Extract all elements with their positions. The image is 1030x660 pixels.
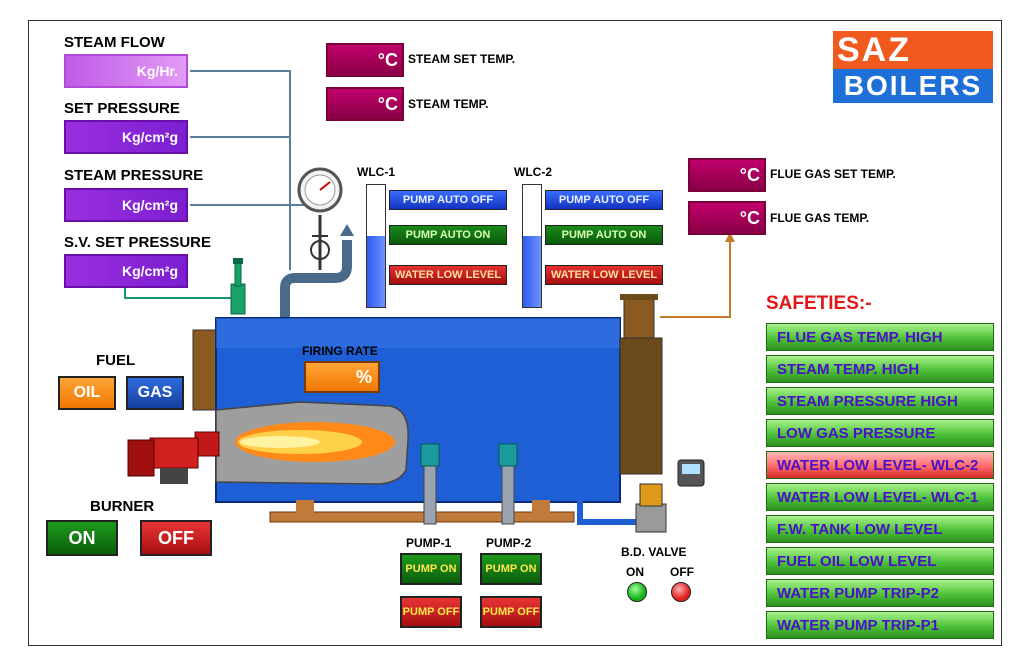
- bd-valve-off-label: OFF: [670, 565, 694, 579]
- safety-item: WATER LOW LEVEL- WLC-1: [766, 483, 994, 511]
- flue-gas-temp-label: FLUE GAS TEMP.: [770, 211, 870, 225]
- bd-valve-on-lamp[interactable]: [627, 582, 647, 602]
- flue-gas-set-temp-label: FLUE GAS SET TEMP.: [770, 167, 896, 181]
- steam-set-temp-display[interactable]: °C: [326, 43, 404, 77]
- pump2-title: PUMP-2: [486, 536, 532, 550]
- steam-set-temp-unit: °C: [377, 49, 398, 70]
- pump2-on-button[interactable]: PUMP ON: [480, 553, 542, 585]
- flue-gas-set-temp-unit: °C: [739, 164, 760, 185]
- saz-boilers-logo: SAZ BOILERS: [833, 31, 993, 103]
- steam-flow-unit: Kg/Hr.: [136, 63, 178, 79]
- safeties-list: FLUE GAS TEMP. HIGH STEAM TEMP. HIGH STEAM…: [766, 323, 994, 643]
- safety-item: WATER PUMP TRIP-P1: [766, 611, 994, 639]
- wlc2-title: WLC-2: [514, 165, 552, 179]
- steam-temp-label: STEAM TEMP.: [408, 97, 489, 111]
- sv-set-pressure-display[interactable]: Kg/cm²g: [64, 254, 188, 288]
- wlc1-title: WLC-1: [357, 165, 395, 179]
- safety-item: FUEL OIL LOW LEVEL: [766, 547, 994, 575]
- set-pressure-label: SET PRESSURE: [64, 100, 180, 117]
- wlc2-level-gauge: [522, 184, 542, 308]
- wlc1-pump-auto-on: PUMP AUTO ON: [389, 225, 507, 245]
- sv-set-pressure-label: S.V. SET PRESSURE: [64, 234, 211, 251]
- steam-pressure-label: STEAM PRESSURE: [64, 167, 204, 184]
- set-pressure-unit: Kg/cm²g: [122, 129, 178, 145]
- steam-temp-display: °C: [326, 87, 404, 121]
- fuel-gas-button[interactable]: GAS: [126, 376, 184, 410]
- bd-valve-label: B.D. VALVE: [621, 545, 687, 559]
- firing-rate-display: %: [304, 361, 380, 393]
- fuel-label: FUEL: [96, 352, 136, 369]
- steam-flow-display: Kg/Hr.: [64, 54, 188, 88]
- safety-item: F.W. TANK LOW LEVEL: [766, 515, 994, 543]
- steam-set-temp-label: STEAM SET TEMP.: [408, 52, 516, 66]
- flue-gas-set-temp-display[interactable]: °C: [688, 158, 766, 192]
- safety-item: WATER LOW LEVEL- WLC-2: [766, 451, 994, 479]
- pump1-on-button[interactable]: PUMP ON: [400, 553, 462, 585]
- firing-rate-label: FIRING RATE: [302, 344, 378, 358]
- flue-gas-temp-unit: °C: [739, 207, 760, 228]
- logo-line1: SAZ: [833, 31, 993, 69]
- firing-rate-unit: %: [355, 366, 372, 387]
- wlc2-pump-auto-on: PUMP AUTO ON: [545, 225, 663, 245]
- safeties-title: SAFETIES:-: [766, 293, 872, 314]
- wlc1-pump-auto-off: PUMP AUTO OFF: [389, 190, 507, 210]
- set-pressure-display[interactable]: Kg/cm²g: [64, 120, 188, 154]
- pump2-off-button[interactable]: PUMP OFF: [480, 596, 542, 628]
- flue-gas-temp-display: °C: [688, 201, 766, 235]
- wlc2-pump-auto-off: PUMP AUTO OFF: [545, 190, 663, 210]
- wlc2-level-fill: [523, 236, 541, 307]
- safety-item: LOW GAS PRESSURE: [766, 419, 994, 447]
- burner-on-button[interactable]: ON: [46, 520, 118, 556]
- steam-flow-label: STEAM FLOW: [64, 34, 165, 51]
- fuel-oil-button[interactable]: OIL: [58, 376, 116, 410]
- steam-pressure-unit: Kg/cm²g: [122, 197, 178, 213]
- safety-item: STEAM PRESSURE HIGH: [766, 387, 994, 415]
- safety-item: FLUE GAS TEMP. HIGH: [766, 323, 994, 351]
- steam-temp-unit: °C: [377, 93, 398, 114]
- wlc2-water-low-level: WATER LOW LEVEL: [545, 265, 663, 285]
- pump1-title: PUMP-1: [406, 536, 452, 550]
- steam-pressure-display: Kg/cm²g: [64, 188, 188, 222]
- bd-valve-on-label: ON: [626, 565, 644, 579]
- bd-valve-off-lamp[interactable]: [671, 582, 691, 602]
- pump1-off-button[interactable]: PUMP OFF: [400, 596, 462, 628]
- burner-label: BURNER: [90, 498, 155, 515]
- sv-set-pressure-unit: Kg/cm²g: [122, 263, 178, 279]
- wlc1-level-gauge: [366, 184, 386, 308]
- safety-item: WATER PUMP TRIP-P2: [766, 579, 994, 607]
- burner-off-button[interactable]: OFF: [140, 520, 212, 556]
- logo-line2: BOILERS: [833, 69, 993, 103]
- wlc1-level-fill: [367, 236, 385, 307]
- wlc1-water-low-level: WATER LOW LEVEL: [389, 265, 507, 285]
- safety-item: STEAM TEMP. HIGH: [766, 355, 994, 383]
